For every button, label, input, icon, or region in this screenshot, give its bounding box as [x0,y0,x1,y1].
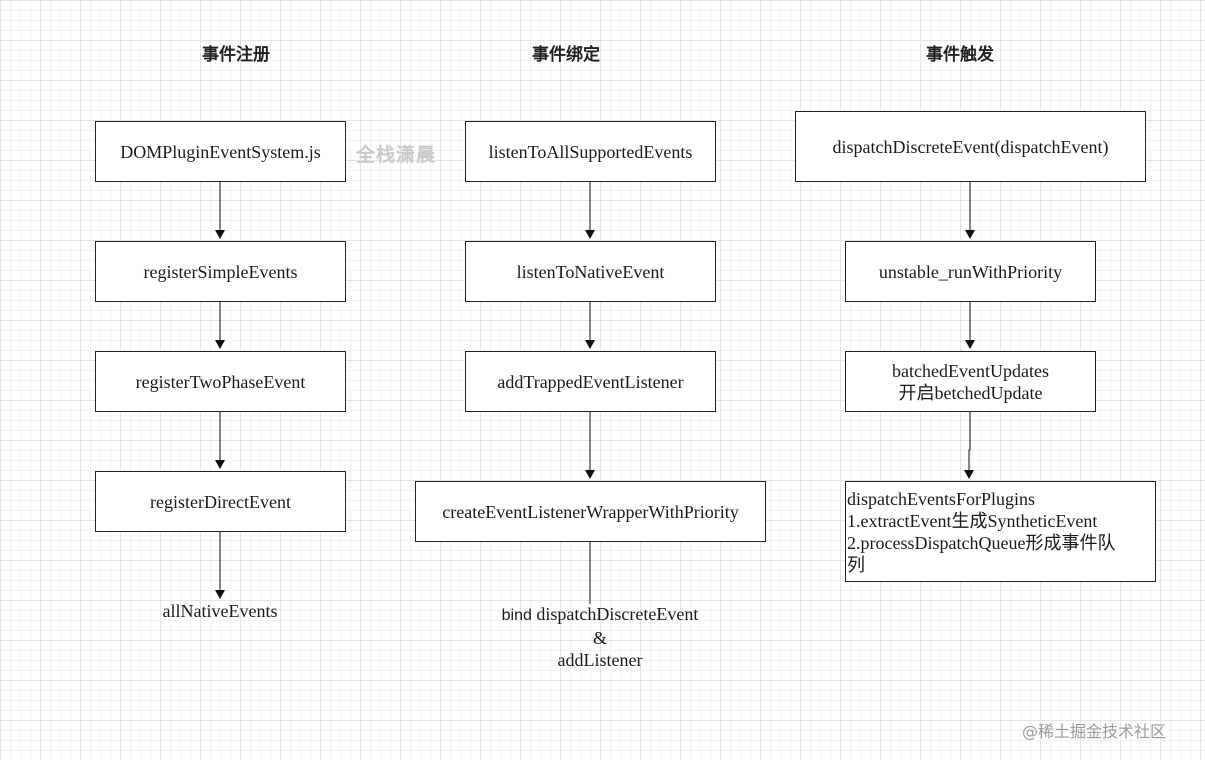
node-register-two-phase-event: registerTwoPhaseEvent [95,351,346,412]
node-dom-plugin-event-system: DOMPluginEventSystem.js [95,121,346,182]
node-label: addTrappedEventListener [497,371,684,392]
author-watermark: 全栈潇晨 [356,144,437,166]
node-create-event-listener-wrapper: createEventListenerWrapperWithPriority [415,481,766,542]
result-all-native-events: allNativeEvents [162,601,278,621]
node-label: registerTwoPhaseEvent [135,371,306,392]
node-label-line-3: 2.processDispatchQueue形成事件队 [847,533,1116,553]
node-label-line-2: 开启betchedUpdate [898,382,1043,403]
node-label: listenToNativeEvent [516,261,665,282]
node-label: registerDirectEvent [150,491,291,512]
node-register-simple-events: registerSimpleEvents [95,241,346,302]
result-line-2: & [592,628,607,648]
bind-target: dispatchDiscreteEvent [536,604,699,624]
result-line-3: addListener [557,650,643,670]
node-label: DOMPluginEventSystem.js [120,141,321,162]
node-label-line-2: 1.extractEvent生成SyntheticEvent [847,511,1098,531]
node-register-direct-event: registerDirectEvent [95,471,346,532]
arrow-c3-3 [964,412,974,479]
node-listen-to-native-event: listenToNativeEvent [465,241,716,302]
column-title-trigger: 事件触发 [926,45,994,65]
footer-watermark: @稀土掘金技术社区 [1022,722,1167,741]
node-label: dispatchDiscreteEvent(dispatchEvent) [832,136,1109,157]
node-label: createEventListenerWrapperWithPriority [442,501,739,522]
node-label-line-1: batchedEventUpdates [892,360,1049,381]
result-bind-dispatch: bind dispatchDiscreteEvent & addListener [450,603,750,671]
node-label: registerSimpleEvents [143,261,298,282]
node-label-line-4: 列 [847,555,865,575]
bind-keyword: bind [501,607,532,624]
result-line-1: bind dispatchDiscreteEvent [450,603,750,627]
node-batched-event-updates: batchedEventUpdates 开启betchedUpdate [845,351,1096,412]
node-dispatch-events-for-plugins: dispatchEventsForPlugins 1.extractEvent生… [845,481,1156,582]
node-label-line-1: dispatchEventsForPlugins [847,489,1035,509]
node-add-trapped-event-listener: addTrappedEventListener [465,351,716,412]
column-title-binding: 事件绑定 [532,45,600,65]
node-label: unstable_runWithPriority [878,261,1063,282]
node-dispatch-discrete-event: dispatchDiscreteEvent(dispatchEvent) [795,111,1146,182]
node-unstable-run-with-priority: unstable_runWithPriority [845,241,1096,302]
node-listen-to-all-supported-events: listenToAllSupportedEvents [465,121,716,182]
node-label: listenToAllSupportedEvents [488,141,693,162]
column-title-registration: 事件注册 [202,45,270,65]
